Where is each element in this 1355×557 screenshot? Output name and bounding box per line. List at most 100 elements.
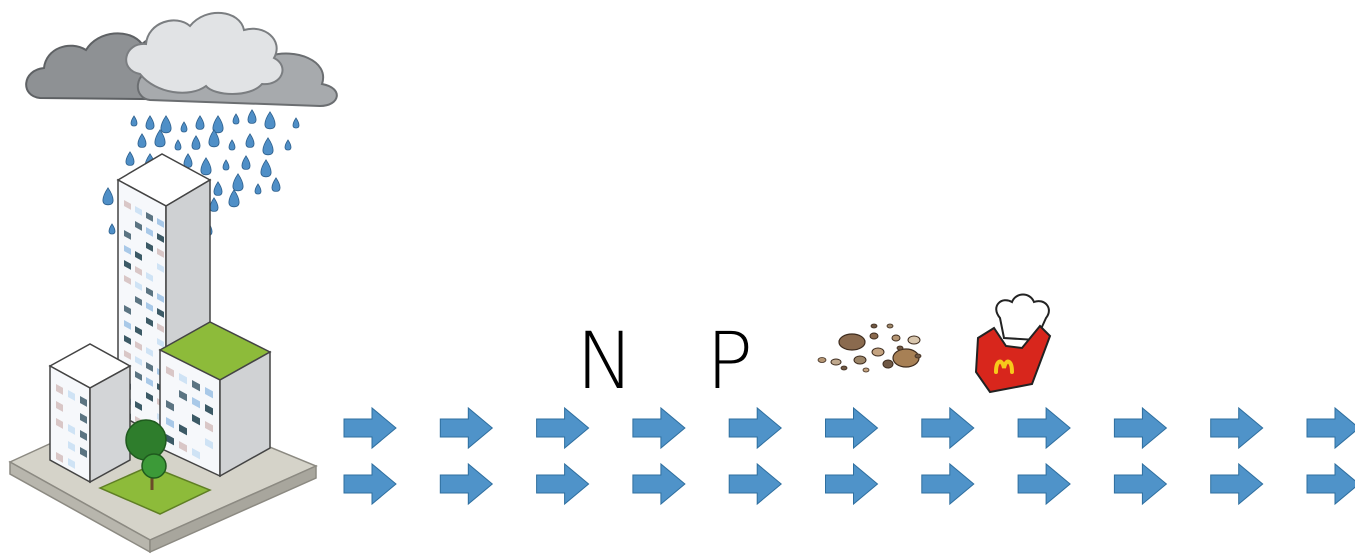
window [146,242,153,252]
flow-arrow-icon [728,406,782,450]
raindrop-icon [232,173,244,192]
flow-arrow-icon [921,462,975,506]
window [135,266,142,276]
city-buildings-icon [8,153,318,554]
raindrop-icon [232,113,240,125]
flow-arrow-icon [728,462,782,506]
window [56,384,63,395]
raindrop-icon [245,133,255,148]
window [192,414,200,426]
window [124,245,131,255]
window [135,221,142,231]
window [146,272,153,282]
raindrop-icon [212,115,224,134]
window [135,281,142,291]
window [157,338,164,348]
raindrop-icon [137,133,147,148]
window [146,362,153,372]
nitrogen-label: N [576,317,634,407]
window [157,218,164,228]
raindrop-icon [130,115,138,127]
flow-arrow-icon [439,462,494,506]
flow-arrow-icon [632,406,686,450]
window [192,448,200,460]
window [124,275,131,285]
window [56,401,63,412]
window [135,326,142,336]
raindrop-icon [209,197,219,212]
window [157,293,164,303]
window [146,317,153,327]
raindrop-icon [160,115,172,134]
window [157,263,164,273]
flow-arrow-icon [343,462,397,506]
flow-arrow-icon [439,406,494,450]
window [124,230,131,240]
flow-arrow-icon [1113,406,1168,450]
raindrop-icon [271,177,281,192]
raindrop-icon [213,181,223,196]
flow-arrow-icon [343,406,397,450]
window [56,418,63,429]
raindrop-icon [254,183,262,195]
window [80,396,87,407]
window [146,287,153,297]
window [135,251,142,261]
window [157,308,164,318]
window [146,347,153,357]
window [166,366,174,378]
raindrop-icon [284,139,292,151]
window [157,248,164,258]
raindrop-icon [228,189,240,208]
window [179,390,187,402]
raindrop-icon [108,223,116,235]
window [157,233,164,243]
window [68,390,75,401]
window [146,392,153,402]
flow-arrows [343,406,1355,506]
window [135,296,142,306]
window [146,227,153,237]
window [146,302,153,312]
raindrop-icon [208,129,220,148]
window [157,323,164,333]
window [192,380,200,392]
raindrop-icon [222,159,230,171]
window [205,387,213,399]
window [146,377,153,387]
window [135,371,142,381]
flow-arrow-icon [825,406,879,450]
window [205,404,213,416]
raindrop-icon [247,109,257,124]
flow-arrow-icon [1210,406,1264,450]
flow-arrow-icon [1210,462,1264,506]
window [179,424,187,436]
window [146,212,153,222]
window [192,397,200,409]
raindrop-icon [228,139,236,151]
raindrop-icon [125,151,135,166]
flow-arrow-icon [1113,462,1168,506]
window [124,200,131,210]
window [80,447,87,458]
raindrop-icon [264,111,276,130]
window [124,320,131,330]
window [56,452,63,463]
phosphorus-label: P [706,317,753,407]
flow-arrow-icon [1017,406,1071,450]
window [179,373,187,385]
raindrop-icon [180,121,188,133]
window [135,206,142,216]
flow-arrow-icon [1306,406,1355,450]
raindrop-icon [174,139,182,151]
sediment-pebbles-icon [817,323,922,373]
window [80,430,87,441]
raindrop-icon [195,115,205,130]
flow-arrow-icon [825,462,879,506]
window [205,438,213,450]
raindrop-icon [145,115,155,130]
window [135,341,142,351]
fast-food-fries-icon [974,293,1052,394]
flow-arrow-icon [536,462,590,506]
raindrop-icon [191,135,201,150]
